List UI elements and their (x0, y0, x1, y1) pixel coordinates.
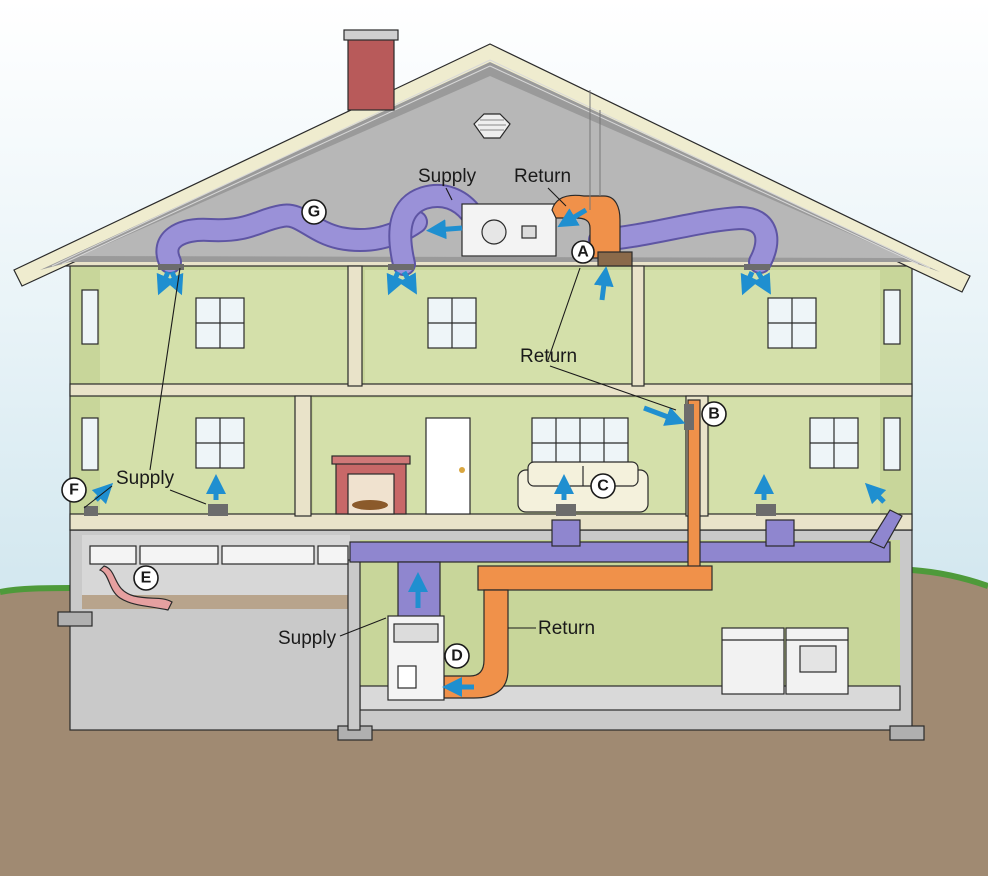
marker-f: F (61, 477, 87, 503)
marker-c: C (590, 473, 616, 499)
arrow-return-b (643, 405, 686, 426)
supply-trunk (349, 509, 903, 619)
svg-text:F: F (69, 482, 79, 499)
window-main-left (195, 417, 245, 469)
label-return-attic: Return (514, 166, 571, 187)
roof-fascia (13, 43, 971, 293)
footing-left (57, 611, 93, 627)
door-knob (459, 467, 465, 473)
grass-left (0, 585, 71, 595)
chimney-cap (343, 29, 399, 41)
interior-door (425, 417, 471, 515)
first-floor-deck (69, 513, 913, 531)
window-side-ul (81, 289, 99, 345)
ground-left (0, 588, 70, 876)
window-side-mr (883, 417, 901, 471)
return-grille-b (684, 404, 694, 430)
wall-upper-2 (631, 265, 645, 387)
svg-text:B: B (708, 406, 720, 423)
room-upper-mid (365, 270, 633, 388)
svg-text:C: C (597, 478, 609, 495)
furnace (387, 615, 445, 701)
chimney (347, 33, 395, 111)
dryer (785, 627, 849, 695)
crawl-insulation (89, 545, 349, 565)
wall-upper-1 (347, 265, 363, 387)
svg-text:E: E (141, 570, 152, 587)
washer (721, 627, 785, 695)
window-side-ur (883, 289, 901, 345)
windows (81, 289, 901, 471)
gable-vent-slats (478, 119, 506, 131)
svg-text:G: G (308, 204, 320, 221)
return-grille-a (597, 251, 633, 267)
arrow-supply-out (426, 219, 463, 240)
airflow-arrows (91, 207, 887, 697)
label-return-basement: Return (538, 618, 595, 639)
marker-g: G (301, 199, 327, 225)
basement-wall-mid (347, 559, 361, 731)
window-main-mid (531, 417, 629, 469)
window-side-ml (81, 417, 99, 471)
arrow-return-in (557, 207, 588, 228)
sofa (517, 461, 649, 513)
air-handler (461, 203, 557, 257)
marker-a: A (571, 240, 595, 264)
return-duct-basement (443, 399, 713, 699)
label-supply-main: Supply (116, 468, 175, 489)
wall-main-1 (294, 395, 312, 517)
footing-right (889, 725, 925, 741)
ground-right (912, 570, 988, 600)
label-return-upper: Return (520, 346, 577, 367)
window-main-right (809, 417, 859, 469)
window-upper-mid (427, 297, 477, 349)
roof-shingle-lines (51, 59, 931, 269)
window-upper-left (195, 297, 245, 349)
marker-d: D (444, 643, 470, 669)
attic-supply-ducts (155, 183, 779, 276)
svg-text:D: D (451, 648, 463, 665)
flex-duct-e (98, 565, 173, 611)
window-upper-right (767, 297, 817, 349)
fireplace (331, 455, 411, 515)
second-floor-deck (69, 383, 913, 397)
leader-lines (83, 187, 677, 637)
label-supply-basement: Supply (278, 628, 337, 649)
label-supply-attic: Supply (418, 166, 477, 187)
marker-b: B (701, 401, 727, 427)
marker-e: E (133, 565, 159, 591)
room-upper-right (645, 270, 880, 388)
supply-registers (84, 264, 776, 516)
arrow-return-a (593, 266, 614, 301)
svg-text:A: A (577, 244, 589, 261)
grass-right (911, 567, 988, 589)
